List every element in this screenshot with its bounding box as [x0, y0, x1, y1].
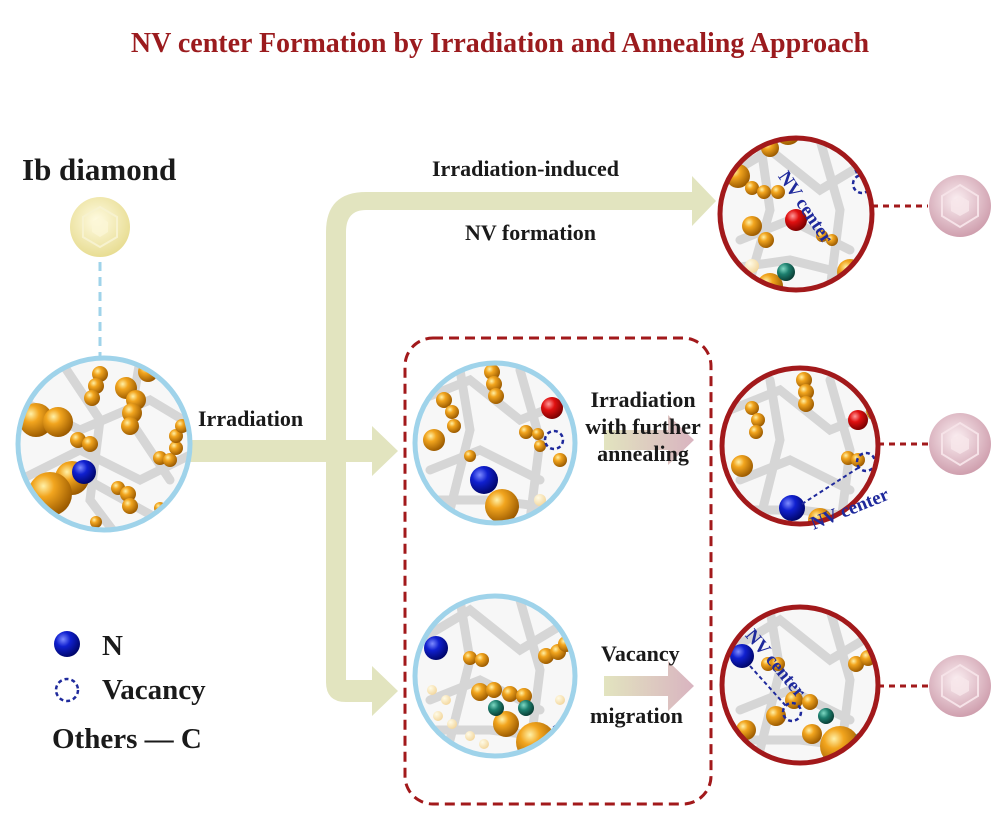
bottom-branch-arrow: [326, 450, 398, 716]
legend-nitrogen-swatch: [54, 631, 80, 657]
middle-input-lattice-circle: [412, 360, 578, 526]
legend-vacancy-label: Vacancy: [102, 674, 206, 706]
middle-result-lattice-circle: [719, 365, 881, 527]
legend-nitrogen-label: N: [102, 630, 123, 662]
ib-diamond-label: Ib diamond: [22, 152, 177, 187]
top-path-label-line1: Irradiation-induced: [432, 156, 620, 181]
irradiation-arrow-label: Irradiation: [198, 406, 304, 431]
middle-path-label: Irradiation with further annealing: [585, 387, 701, 466]
annealing-group-box: [403, 336, 713, 806]
legend-others-label: Others — C: [52, 723, 202, 755]
legend-vacancy-swatch: [54, 677, 80, 703]
flow-arrows: [190, 176, 716, 716]
diagram-title: NV center Formation by Irradiation and A…: [130, 28, 870, 59]
bottom-path-label-line2: migration: [590, 703, 683, 728]
top-path-label-line2: NV formation: [465, 220, 596, 245]
ib-diamond-gem-icon: [70, 197, 130, 257]
bottom-result-arrow: [604, 661, 694, 711]
nv-diamond-gem-icon-middle: [929, 413, 991, 475]
bottom-input-lattice-circle: [412, 593, 578, 759]
nv-diamond-gem-icon-bottom: [929, 655, 991, 717]
top-branch-arrow: [326, 176, 716, 462]
main-irradiation-arrow: [190, 426, 398, 476]
bottom-path-label-line1: Vacancy: [601, 641, 680, 666]
nv-diamond-gem-icon-top: [929, 175, 991, 237]
ib-lattice-circle: [15, 355, 193, 533]
middle-result-arrow: [604, 415, 694, 465]
top-result-lattice-circle: [717, 135, 875, 293]
